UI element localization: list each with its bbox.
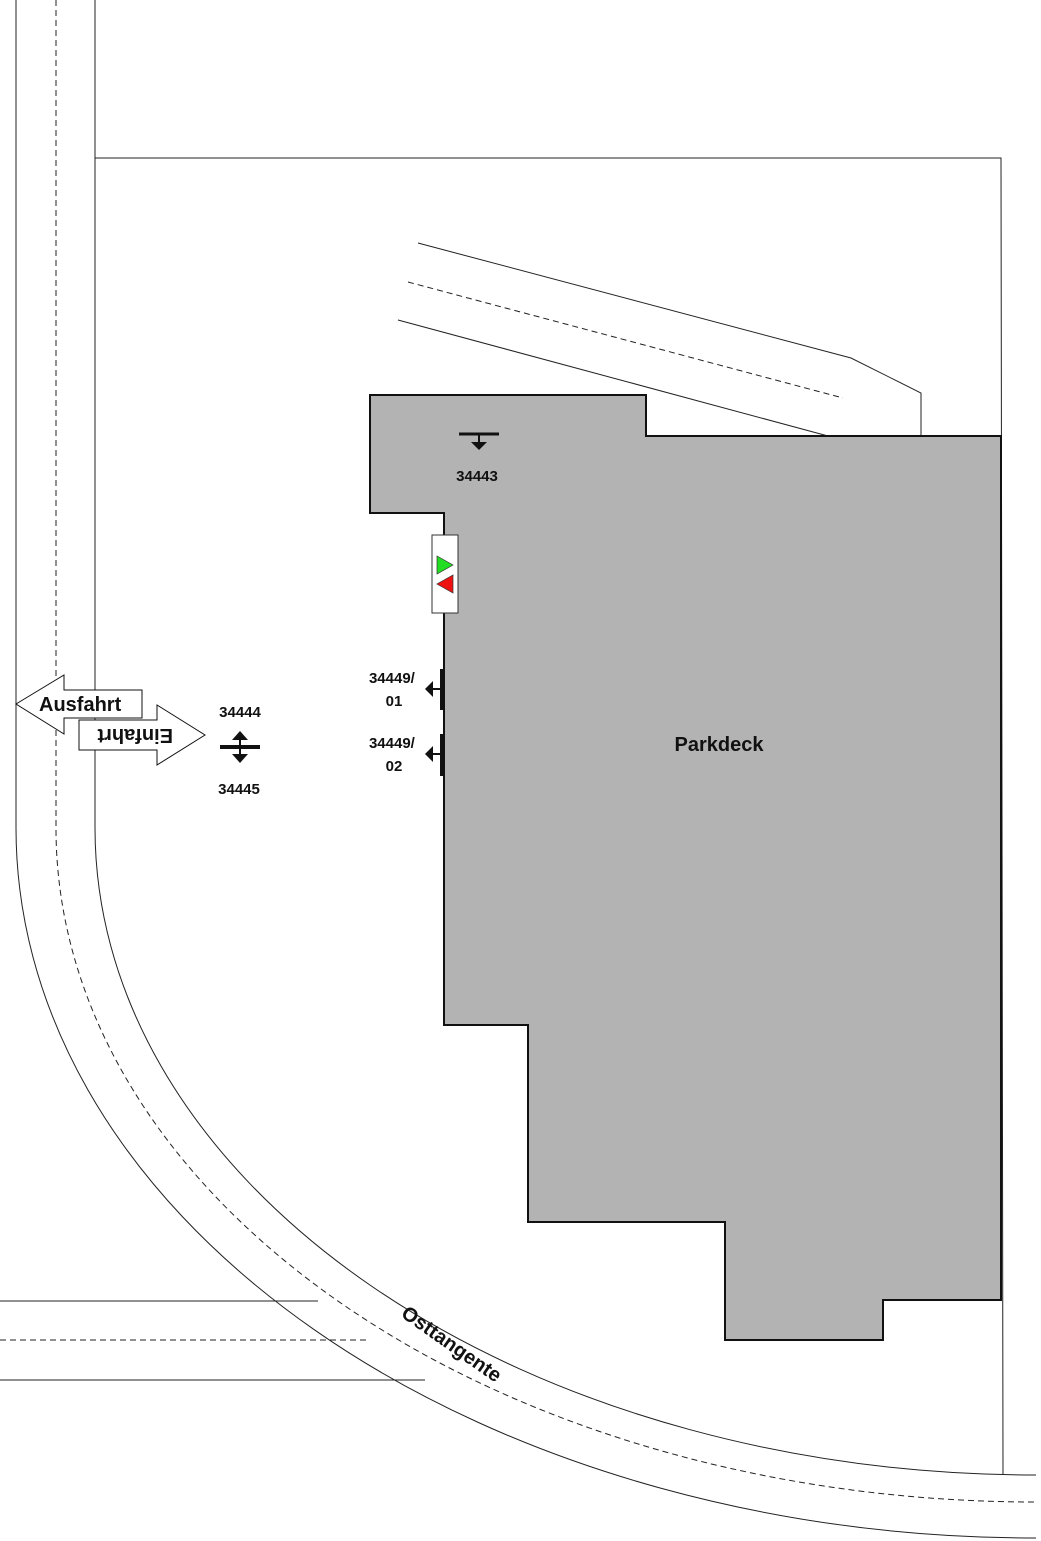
- road-edge-inner: [94, 0, 1037, 1476]
- entry-arrow: Einfahrt: [78, 704, 206, 766]
- marker-34449-02-label: 34449/ 02: [369, 735, 419, 775]
- marker-label-line: 34449/: [369, 670, 416, 687]
- marker-34449-02-icon: [425, 734, 444, 776]
- exit-arrow: Ausfahrt: [15, 674, 143, 735]
- marker-label-line: 34449/: [369, 735, 416, 752]
- red-arrow-icon: [436, 574, 454, 594]
- marker-34444-label: 34444: [219, 704, 261, 721]
- marker-34443-icon: [459, 432, 499, 450]
- road-label: Osttangente: [397, 1302, 505, 1387]
- building-label: Parkdeck: [675, 734, 765, 756]
- marker-34444-34445-icon: [220, 731, 260, 763]
- road-edge-outer: [15, 0, 1037, 1539]
- traffic-signal: [431, 534, 459, 614]
- entry-arrow-label: Einfahrt: [97, 724, 173, 746]
- parkdeck-building: [369, 394, 1002, 1341]
- marker-34443-label: 34443: [456, 468, 498, 485]
- site-boundary: [95, 157, 1004, 1476]
- ramp-centerline: [407, 281, 844, 399]
- marker-label-line: 01: [386, 693, 403, 710]
- marker-34449-01-label: 34449/ 01: [369, 670, 419, 710]
- marker-label-line: 02: [386, 758, 403, 775]
- road-centerline: [55, 0, 1037, 1503]
- exit-arrow-label: Ausfahrt: [39, 694, 122, 716]
- green-arrow-icon: [436, 555, 454, 575]
- ramp-edge: [417, 242, 922, 436]
- marker-34445-label: 34445: [218, 781, 260, 798]
- ramp-edge: [397, 319, 829, 437]
- marker-34449-01-icon: [425, 669, 444, 710]
